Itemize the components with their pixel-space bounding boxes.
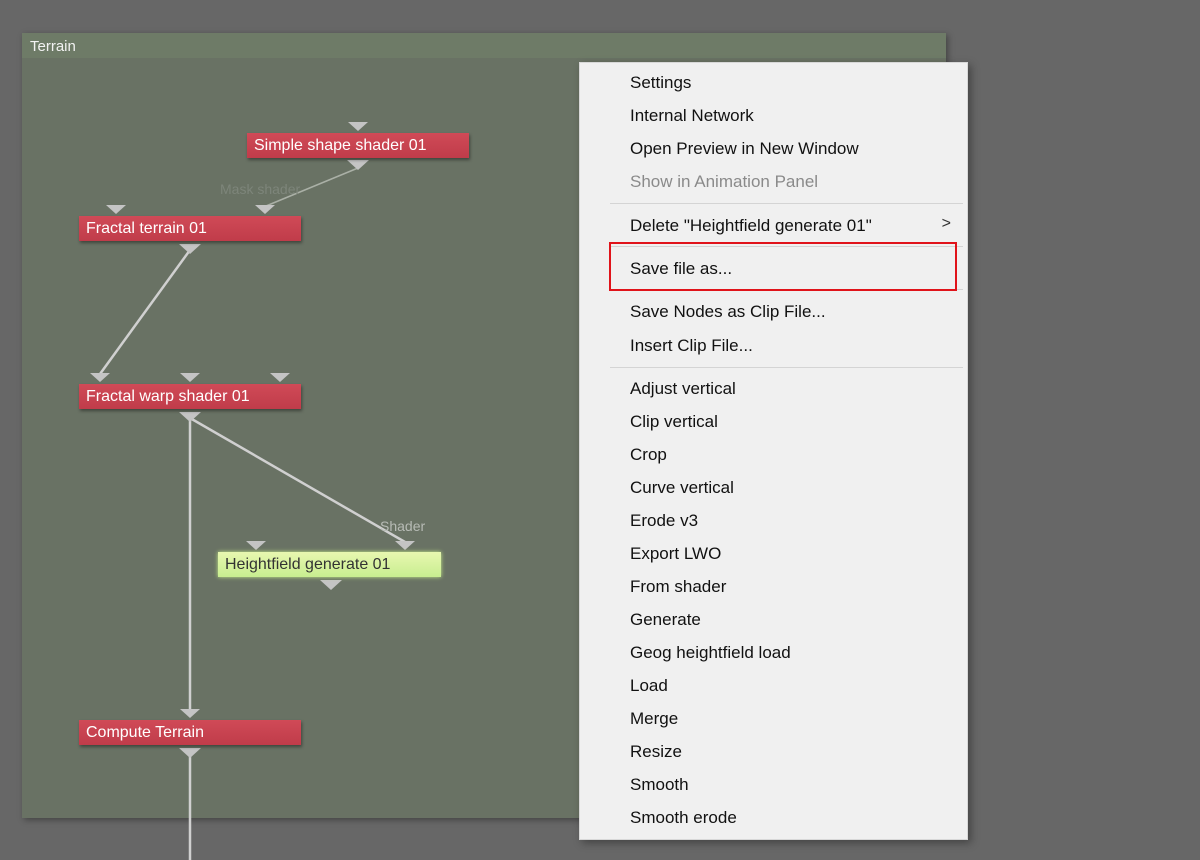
menu-item-export-lwo[interactable]: Export LWO (630, 544, 722, 563)
panel-title: Terrain (22, 33, 946, 58)
edge-warp-heightfield (189, 416, 406, 544)
input-port-icon (90, 373, 110, 382)
menu-item-internal-network[interactable]: Internal Network (630, 106, 754, 125)
node-compute-terrain[interactable]: Compute Terrain (79, 720, 301, 745)
menu-item-generate[interactable]: Generate (630, 610, 701, 629)
port-label-mask-shader: Mask shader (220, 181, 301, 197)
node-simple-shape-shader[interactable]: Simple shape shader 01 (247, 133, 469, 158)
input-port-icon (246, 541, 266, 550)
input-port-icon (180, 709, 200, 718)
input-port-icon (270, 373, 290, 382)
input-port-icon (395, 541, 415, 550)
port-label-shader: Shader (380, 518, 426, 534)
input-port-icon (106, 205, 126, 214)
output-port-icon (179, 412, 201, 422)
output-port-icon (179, 748, 201, 758)
menu-item-open-preview[interactable]: Open Preview in New Window (630, 139, 859, 158)
menu-item-resize[interactable]: Resize (630, 742, 682, 761)
submenu-arrow-icon: > (941, 215, 951, 232)
edge-mask-shader (265, 167, 359, 207)
menu-separator (610, 203, 963, 204)
menu-separator (610, 246, 963, 247)
output-port-icon (179, 244, 201, 254)
edge-terrain-warp (98, 249, 192, 375)
menu-item-save-nodes-clip[interactable]: Save Nodes as Clip File... (630, 302, 826, 321)
menu-item-delete[interactable]: Delete "Heightfield generate 01" (630, 216, 872, 235)
node-fractal-warp-shader[interactable]: Fractal warp shader 01 (79, 384, 301, 409)
menu-item-geog-heightfield-load[interactable]: Geog heightfield load (630, 643, 791, 662)
menu-item-insert-clip[interactable]: Insert Clip File... (630, 336, 753, 355)
menu-item-adjust-vertical[interactable]: Adjust vertical (630, 379, 736, 398)
menu-item-crop[interactable]: Crop (630, 445, 667, 464)
input-port-icon (255, 205, 275, 214)
menu-item-save-file-as[interactable]: Save file as... (630, 259, 733, 278)
menu-item-erode-v3[interactable]: Erode v3 (630, 511, 699, 530)
node-heightfield-generate[interactable]: Heightfield generate 01 (218, 552, 441, 577)
menu-item-settings[interactable]: Settings (630, 73, 692, 92)
highlight-box (609, 242, 957, 291)
input-port-icon (348, 122, 368, 131)
menu-separator (610, 367, 963, 368)
node-fractal-terrain[interactable]: Fractal terrain 01 (79, 216, 301, 241)
output-port-icon (320, 580, 342, 590)
context-menu: Settings Internal Network Open Preview i… (579, 62, 968, 840)
menu-item-merge[interactable]: Merge (630, 709, 679, 728)
menu-item-clip-vertical[interactable]: Clip vertical (630, 412, 718, 431)
input-port-icon (180, 373, 200, 382)
menu-item-curve-vertical[interactable]: Curve vertical (630, 478, 734, 497)
output-port-icon (347, 160, 369, 170)
menu-item-show-in-animation-panel: Show in Animation Panel (630, 172, 819, 191)
menu-item-smooth[interactable]: Smooth (630, 775, 689, 794)
menu-item-smooth-erode[interactable]: Smooth erode (630, 808, 737, 827)
menu-item-load[interactable]: Load (630, 676, 668, 695)
menu-item-from-shader[interactable]: From shader (630, 577, 727, 596)
